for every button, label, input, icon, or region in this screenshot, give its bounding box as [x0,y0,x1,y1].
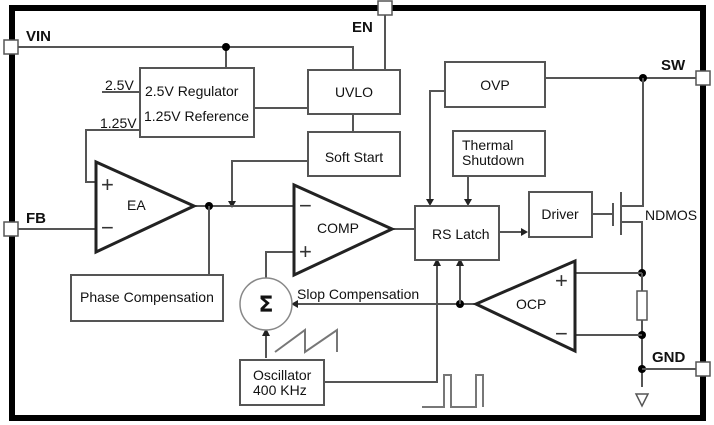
comp-minus-sign: − [299,193,312,218]
ovp-text: OVP [480,77,510,93]
ndmos-label: NDMOS [645,207,697,223]
source-wire [621,221,643,271]
ocp-amplifier [472,258,577,354]
fb-label: FB [26,210,46,227]
ovp-arrowhead [426,199,434,206]
v25-label: 2.5V [105,77,134,93]
ovp-to-latch-wire [429,90,445,200]
vin-pin[interactable] [3,39,19,55]
regulator-text-line1: 2.5V Regulator [145,83,239,99]
comp-label: COMP [317,220,359,236]
driver-block [528,191,593,238]
chip-outline [9,5,706,421]
thermal-text-line2: Shutdown [462,152,524,168]
sawtooth-waveform [274,328,338,354]
slope-comp-label: Slop Compensation [297,286,419,302]
comp-plus-sign: + [299,239,312,264]
osc-to-latch-wire [324,264,438,383]
oscillator-block [239,359,325,406]
thermal-text-line1: Thermal [462,137,513,153]
sw-pin[interactable] [695,70,711,86]
comp-amplifier [292,182,396,278]
ocp-minus-sign: − [555,321,568,346]
driver-arrowhead [521,228,528,236]
softstart-block [307,131,401,177]
oscillator-text-line2: 400 KHz [253,382,307,398]
vin-net [18,46,354,70]
osc-latch-arrowhead [433,258,441,266]
ref-to-ea-wire [85,129,140,183]
ocp-plus-sign: + [555,268,568,293]
v125-label: 1.25V [100,115,137,131]
driver-text: Driver [541,206,579,222]
uvlo-block [307,69,401,115]
ea-minus-sign: − [101,215,114,240]
softstart-arrowhead [228,201,236,208]
thermal-arrowhead [464,199,472,206]
uvlo-text: UVLO [335,84,373,100]
sw-to-drain-wire [621,78,644,207]
oscillator-text-line1: Oscillator [253,367,312,383]
ocp-latch-arrowhead [456,258,464,266]
thermal-shutdown-block [452,130,546,177]
summer-to-comp-wire [265,251,294,280]
sense-resistor [636,290,648,321]
softstart-wire [231,160,308,201]
osc-arrowhead [262,328,270,336]
summing-node [239,277,293,331]
rs-latch-text: RS Latch [432,226,490,242]
ea-plus-sign: + [101,172,114,197]
slope-arrowhead [291,300,298,308]
gnd-pin[interactable] [695,361,711,377]
fb-pin[interactable] [3,221,19,237]
ea-amplifier [94,159,198,255]
pulse-waveform [422,374,484,408]
ocp-label: OCP [516,296,546,312]
vin-label: VIN [26,28,51,45]
phase-compensation-block [70,274,224,322]
en-label: EN [352,19,373,36]
regulator-text-line2: 1.25V Reference [144,108,249,124]
ovp-block [444,61,546,108]
phase-comp-text: Phase Compensation [80,289,214,305]
ea-label: EA [127,197,146,213]
softstart-text: Soft Start [325,149,383,165]
vin-junction-dot [222,43,230,51]
sw-label: SW [661,57,686,74]
rs-latch-block [414,205,500,261]
gnd-label: GND [652,349,686,366]
en-pin[interactable] [377,0,393,16]
ground-symbol-icon [634,393,650,408]
sigma-icon: Σ [258,293,273,318]
regulator-block [139,67,255,138]
